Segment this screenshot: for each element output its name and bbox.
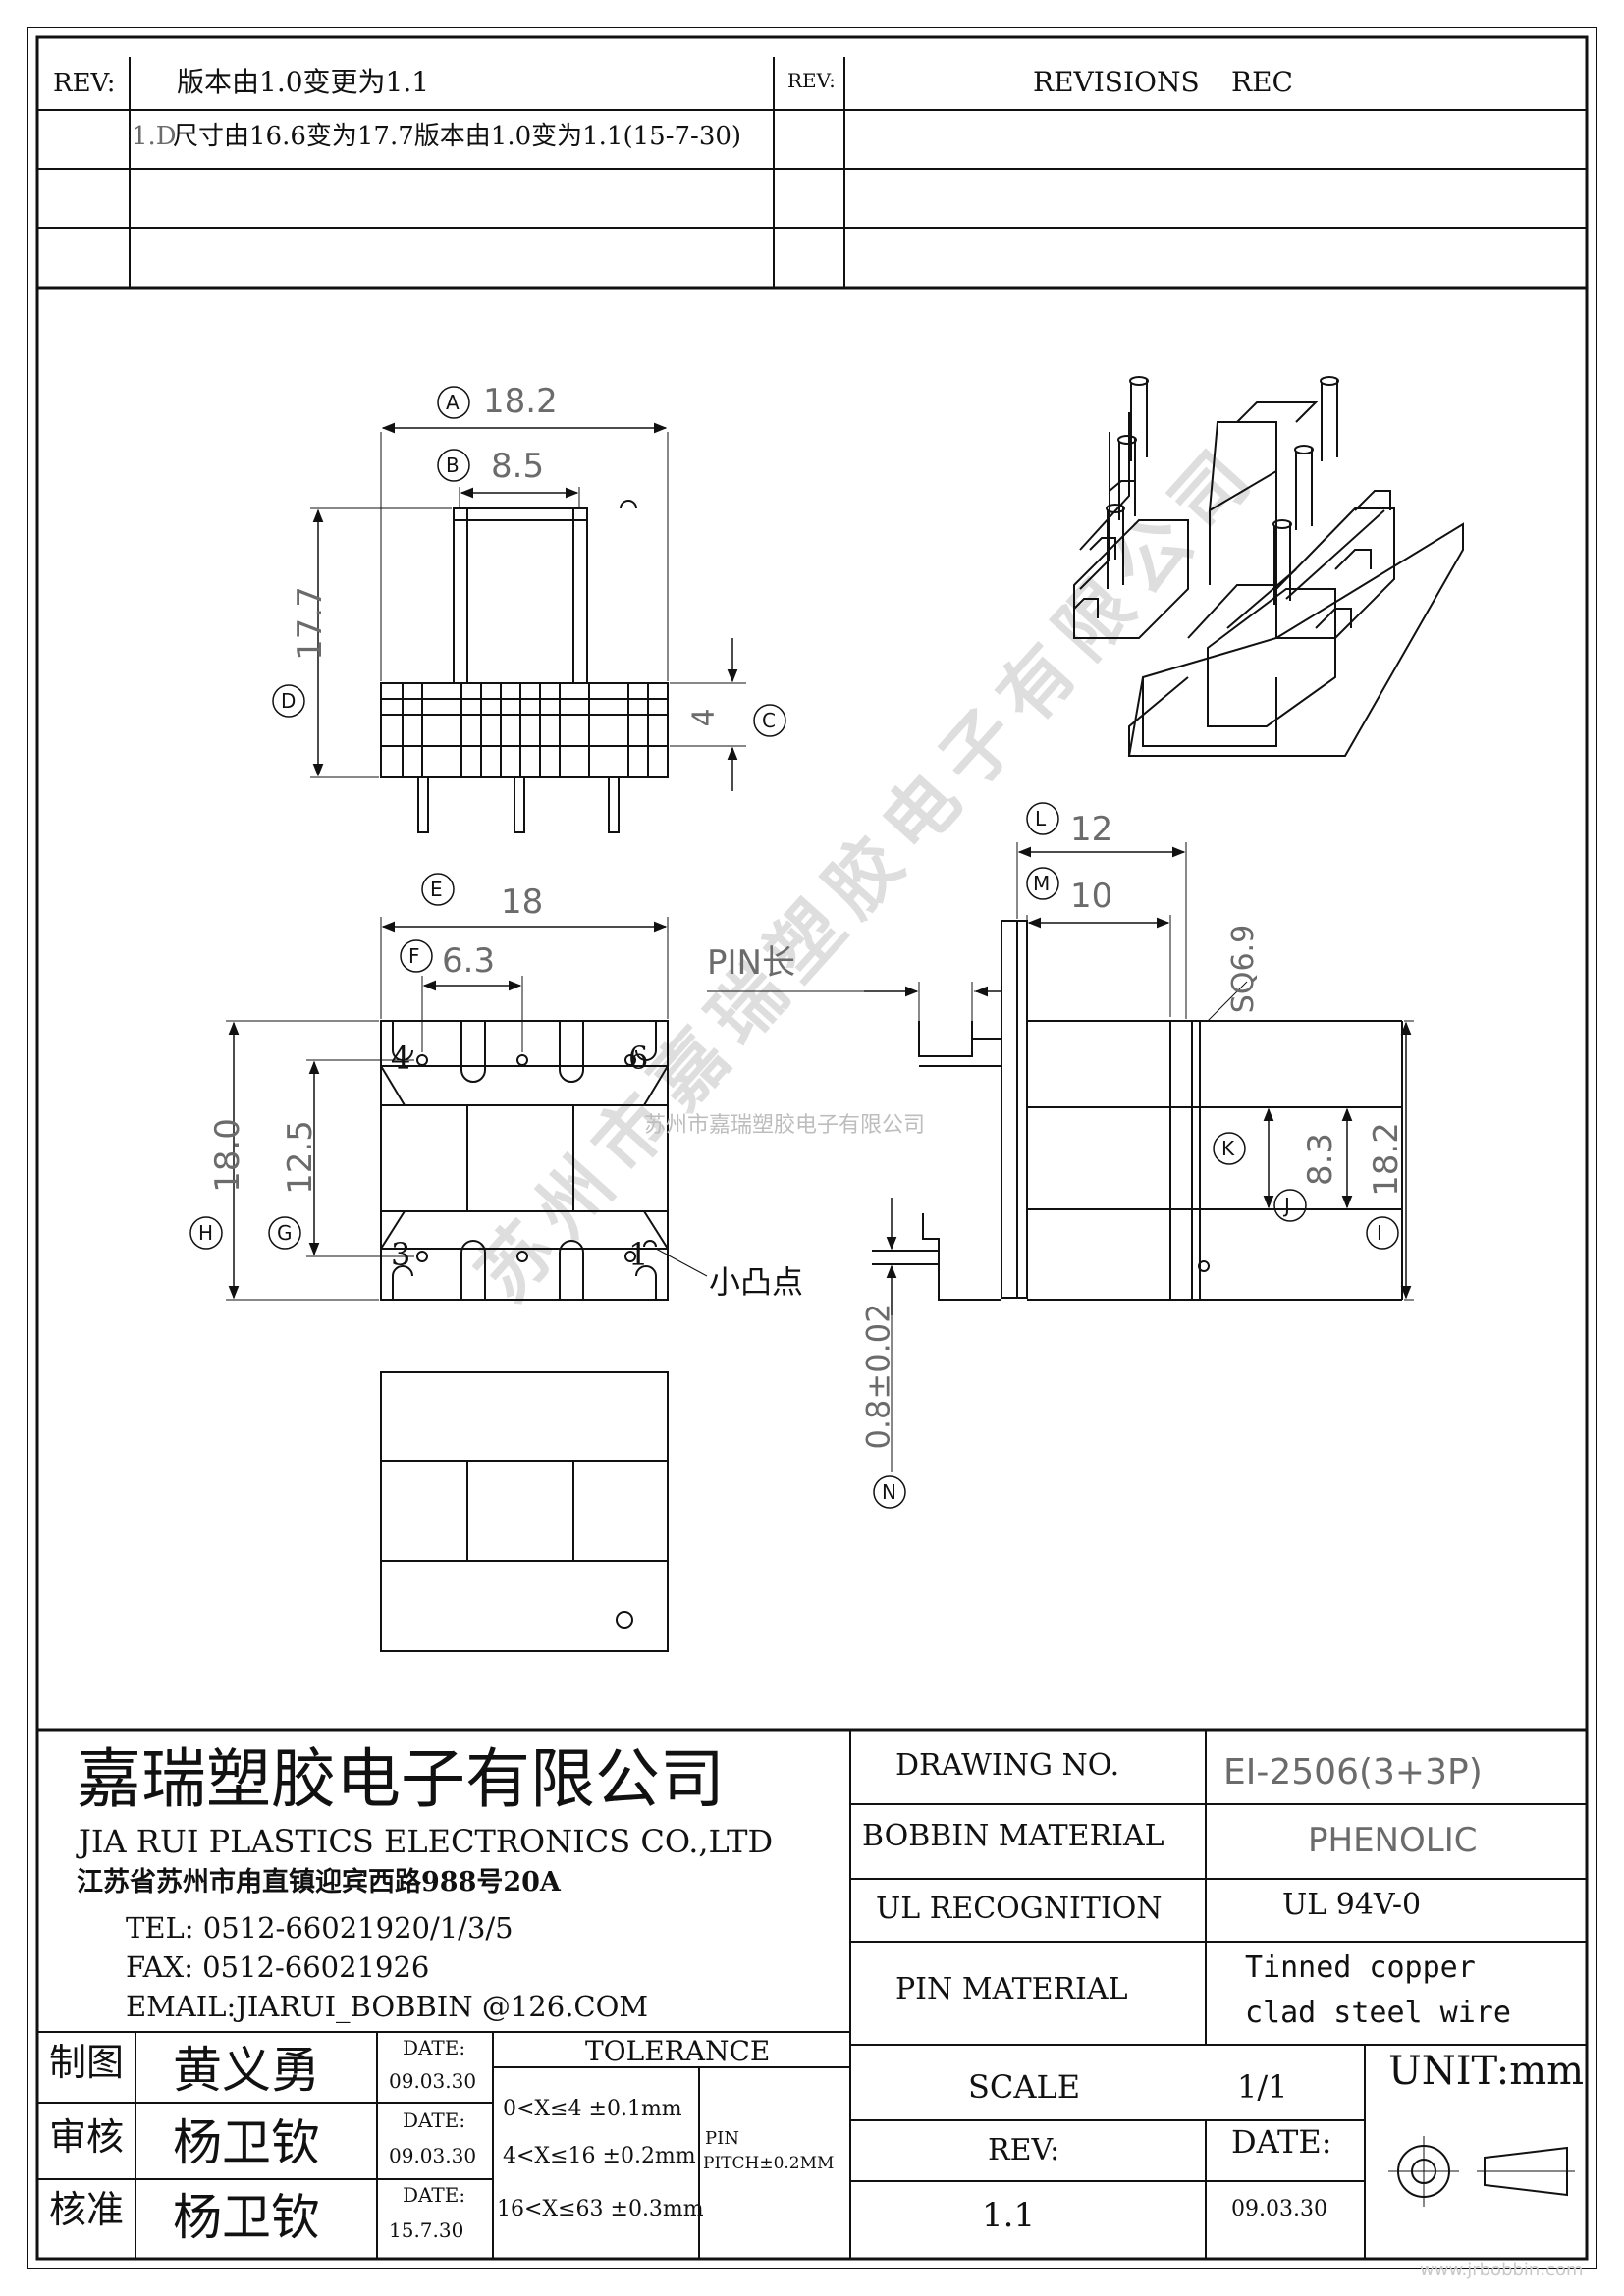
ul-recognition-label: UL RECOGNITION — [876, 1892, 1163, 1926]
pin-1-label: 1 — [628, 1236, 649, 1273]
inner-border — [35, 35, 1589, 2261]
dim-c-label: C — [762, 709, 776, 732]
tolerance-row-2: 4<X≤16 ±0.2mm — [503, 2144, 696, 2168]
company-tel: TEL: 0512-66021920/1/3/5 — [126, 1911, 514, 1945]
dim-n-value: 0.8±0.02 — [859, 1303, 897, 1450]
dim-l-value: 12 — [1070, 810, 1113, 849]
pin-material-line-1: Tinned copper — [1245, 1950, 1476, 1985]
role-drawn: 制图 — [49, 2041, 125, 2084]
company-name-en: JIA RUI PLASTICS ELECTRONICS CO.,LTD — [79, 1823, 774, 1860]
date-label-approved: DATE: — [403, 2183, 466, 2207]
dim-e-value: 18 — [501, 882, 544, 922]
rec-label: REC — [1231, 66, 1293, 98]
top-view — [189, 873, 708, 1301]
dim-f-label: F — [408, 944, 420, 968]
dim-h-value: 18.0 — [207, 1118, 247, 1193]
dim-i-label: I — [1377, 1221, 1382, 1245]
revision-table — [37, 57, 1587, 290]
dim-d-label: D — [281, 689, 297, 713]
company-fax: FAX: 0512-66021926 — [126, 1950, 430, 1984]
role-approved: 核准 — [49, 2188, 125, 2231]
dim-h-label: H — [198, 1221, 214, 1245]
side-view — [707, 802, 1414, 1509]
dim-e-label: E — [430, 878, 443, 901]
date-label-drawn: DATE: — [403, 2036, 466, 2059]
pin-3-label: 3 — [391, 1236, 411, 1273]
dim-d-value: 17.7 — [290, 586, 330, 661]
dim-j-label: J — [1284, 1194, 1290, 1217]
drawing-no-label: DRAWING NO. — [895, 1748, 1120, 1783]
rev-label-right: REV: — [787, 69, 836, 92]
rev-label-left: REV: — [53, 69, 116, 98]
dim-a-value: 18.2 — [483, 382, 558, 421]
dim-g-value: 12.5 — [280, 1120, 320, 1195]
dim-b-label: B — [446, 454, 460, 477]
date-value: 09.03.30 — [1231, 2197, 1327, 2221]
tolerance-row-3: 16<X≤63 ±0.3mm — [497, 2197, 704, 2221]
name-approved: 杨卫钦 — [173, 2189, 320, 2246]
name-checked: 杨卫钦 — [173, 2114, 320, 2171]
revisions-label: REVISIONS — [1033, 66, 1200, 98]
date-checked: 09.03.30 — [389, 2144, 477, 2167]
dim-sq-value: SQ6.9 — [1226, 924, 1262, 1014]
isometric-view — [1073, 376, 1464, 757]
bottom-view — [380, 1371, 669, 1652]
company-email: EMAIL:JIARUI_BOBBIN @126.COM — [126, 1990, 649, 2023]
drawing-no-value: EI-2506(3+3P) — [1223, 1752, 1483, 1792]
rev-entry-2-prefix: 1.D — [132, 122, 177, 151]
watermark-url: www.jrbobbin.com — [1420, 2260, 1584, 2280]
front-view — [272, 386, 786, 833]
watermark-center-text: 苏州市嘉瑞塑胶电子有限公司 — [644, 1113, 926, 1138]
date-drawn: 09.03.30 — [389, 2069, 477, 2093]
rev-entry-2: 尺寸由16.6变为17.7版本由1.0变为1.1(15-7-30) — [173, 122, 742, 151]
dim-m-value: 10 — [1070, 877, 1113, 916]
dim-a-label: A — [446, 391, 460, 414]
pin-pitch-line-1: PIN — [705, 2128, 739, 2149]
dim-l-label: L — [1035, 807, 1047, 830]
tolerance-header: TOLERANCE — [585, 2035, 771, 2067]
name-drawn: 黄义勇 — [173, 2042, 320, 2099]
tolerance-row-1: 0<X≤4 ±0.1mm — [503, 2097, 682, 2121]
title-block — [37, 1728, 1587, 2259]
date-label-checked: DATE: — [403, 2109, 466, 2132]
rev-label: REV: — [988, 2133, 1060, 2167]
dim-f-value: 6.3 — [442, 941, 496, 981]
scale-value: 1/1 — [1237, 2068, 1288, 2106]
pin-length-note: PIN长 — [707, 943, 795, 983]
bobbin-material-value: PHENOLIC — [1308, 1821, 1478, 1860]
scale-label: SCALE — [968, 2068, 1081, 2106]
bump-note: 小凸点 — [709, 1263, 804, 1301]
rev-value: 1.1 — [982, 2196, 1036, 2235]
dim-i-value: 18.2 — [1366, 1122, 1406, 1197]
dim-c-value: 4 — [686, 708, 722, 727]
dim-k-value: 8.3 — [1301, 1132, 1341, 1187]
pin-pitch-line-2: PITCH±0.2MM — [703, 2154, 835, 2173]
rev-entry-1: 版本由1.0变更为1.1 — [177, 66, 430, 98]
company-address: 江苏省苏州市甪直镇迎宾西路988号20A — [77, 1867, 561, 1897]
unit-label: UNIT:mm — [1388, 2049, 1585, 2094]
pin-material-line-2: clad steel wire — [1245, 1996, 1511, 2030]
pin-6-label: 6 — [628, 1040, 649, 1077]
dim-b-value: 8.5 — [491, 447, 545, 486]
watermark-diagonal-text: 苏州市嘉瑞塑胶电子有限公司 — [460, 426, 1274, 1317]
company-name-cn: 嘉瑞塑胶电子有限公司 — [77, 1741, 725, 1817]
dim-n-label: N — [882, 1480, 896, 1504]
date-approved: 15.7.30 — [389, 2218, 464, 2242]
dim-g-label: G — [277, 1221, 293, 1245]
watermark-diagonal: 苏州市嘉瑞塑胶电子有限公司 — [460, 426, 1274, 1317]
dim-k-label: K — [1221, 1137, 1235, 1160]
date-label: DATE: — [1231, 2123, 1332, 2161]
outer-border — [27, 27, 1597, 2269]
ul-recognition-value: UL 94V-0 — [1282, 1888, 1422, 1922]
role-checked: 审核 — [49, 2115, 125, 2159]
pin-material-label: PIN MATERIAL — [895, 1972, 1128, 2006]
dim-m-label: M — [1033, 872, 1051, 895]
pin-4-label: 4 — [391, 1040, 411, 1077]
bobbin-material-label: BOBBIN MATERIAL — [862, 1819, 1164, 1853]
